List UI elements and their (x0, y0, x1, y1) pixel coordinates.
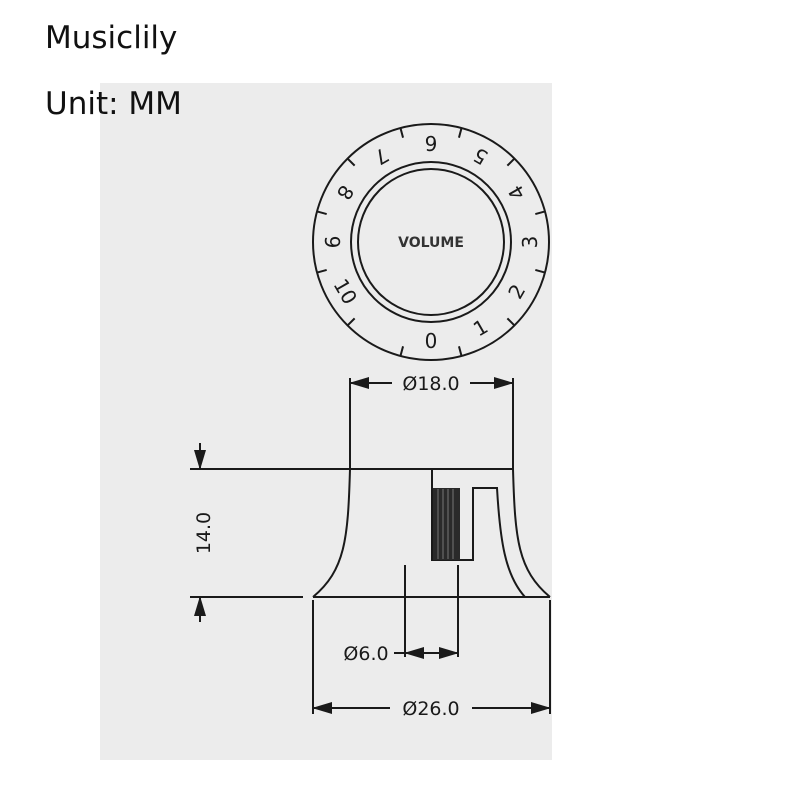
drawing-panel (100, 83, 552, 760)
dial-tick (346, 157, 356, 167)
dial-tick (506, 157, 516, 167)
dial-ticks (316, 127, 546, 357)
dial-number: 5 (469, 143, 492, 170)
dial-tick (457, 127, 463, 138)
dial-tick (535, 210, 546, 216)
dial-number: 7 (370, 143, 393, 170)
dial-outer-ring (312, 123, 550, 361)
dial-number: 10 (329, 274, 363, 308)
dial-number: 1 (469, 314, 492, 341)
dial-number: 6 (425, 131, 438, 155)
dial-tick (346, 317, 356, 327)
dim-height: 14.0 (193, 512, 215, 554)
dial-top-view: 0 12 3 45 6 78 9 10 VOLUME (312, 123, 550, 361)
dial-number: 2 (503, 280, 530, 303)
brand-title: Musiclily (45, 20, 178, 56)
dial-tick (535, 268, 546, 274)
dim-top-diameter: Ø18.0 (402, 373, 459, 395)
knurl-insert (433, 488, 460, 560)
dial-number: 3 (518, 236, 542, 249)
dial-tick (399, 346, 405, 357)
dial-tick (399, 127, 405, 138)
dial-cap (357, 168, 505, 316)
dial-number: 4 (503, 181, 530, 204)
dial-number: 9 (320, 236, 344, 249)
knob-side-view: Ø18.0 14.0 Ø6.0 Ø26.0 (190, 373, 551, 720)
dim-shaft-diameter: Ø6.0 (343, 643, 388, 665)
dial-number: 8 (332, 181, 359, 204)
dial-tick (316, 268, 327, 274)
dial-label: VOLUME (398, 235, 464, 251)
dim-base-diameter: Ø26.0 (402, 698, 459, 720)
dial-tick (457, 346, 463, 357)
dial-tick (316, 210, 327, 216)
unit-label: Unit: MM (45, 86, 182, 122)
dial-mid-ring (350, 161, 512, 323)
dial-number: 0 (425, 329, 438, 353)
dial-tick (506, 317, 516, 327)
